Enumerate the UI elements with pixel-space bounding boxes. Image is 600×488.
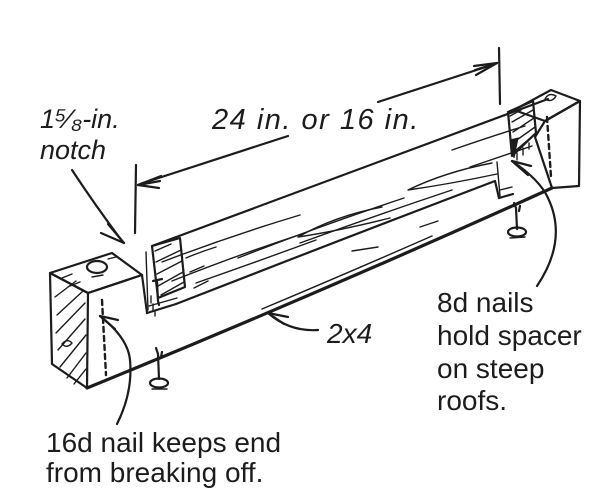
dimension-arrow [133, 46, 502, 235]
leader-arrow-8d-nails [510, 159, 557, 288]
nail-shaft-8d-dashed [545, 115, 553, 179]
right-notch [493, 99, 538, 200]
wood-grain-front [351, 220, 439, 252]
16d-nail-label-line2: from breaking off. [46, 457, 263, 488]
8d-nails-label-line3: on steep [437, 353, 544, 384]
nail-head-8d-top [544, 93, 557, 102]
dimension-label: 24 in. or 16 in. [211, 104, 420, 136]
notch-size-label-line1: 1⁵⁄₈-in. [40, 104, 120, 134]
nail-8d-below-left [148, 346, 170, 390]
8d-nails-label-line2: hold spacer [437, 320, 582, 351]
extension-line-left [133, 163, 138, 235]
16d-nail-label-line1: 16d nail keeps end [46, 427, 281, 458]
notch-bottom-ticks [150, 295, 156, 317]
wood-grain-top [161, 125, 533, 289]
notch-bottom-ticks-right [516, 142, 530, 161]
8d-nails-label-line1: 8d nails [437, 287, 534, 318]
left-end-block [48, 251, 144, 390]
left-notch [140, 236, 187, 317]
nail-8d-below-right [506, 201, 528, 239]
leader-arrow-16d-nail [98, 314, 132, 426]
extension-line-right [497, 46, 502, 106]
arrowhead-left [136, 174, 163, 190]
nail-head-16d [85, 259, 109, 275]
notch-size-label-line2: notch [40, 135, 106, 165]
board-sketch [85, 97, 554, 390]
leader-arrow-notch [70, 168, 126, 245]
nail-8d-in-right-notch [509, 137, 519, 159]
top-face-ticks [61, 256, 117, 287]
nail-8d-in-left-notch [151, 277, 164, 307]
right-end-block [512, 88, 582, 190]
nail-shaft-16d-dashed [100, 298, 108, 377]
8d-nails-label-line4: roofs. [437, 385, 507, 416]
leader-arrow-2x4 [266, 311, 320, 332]
end-grain-lines [54, 280, 87, 385]
notch-hatching-left [154, 243, 185, 296]
board-size-label: 2x4 [326, 318, 372, 349]
arrowhead-right [472, 61, 499, 77]
